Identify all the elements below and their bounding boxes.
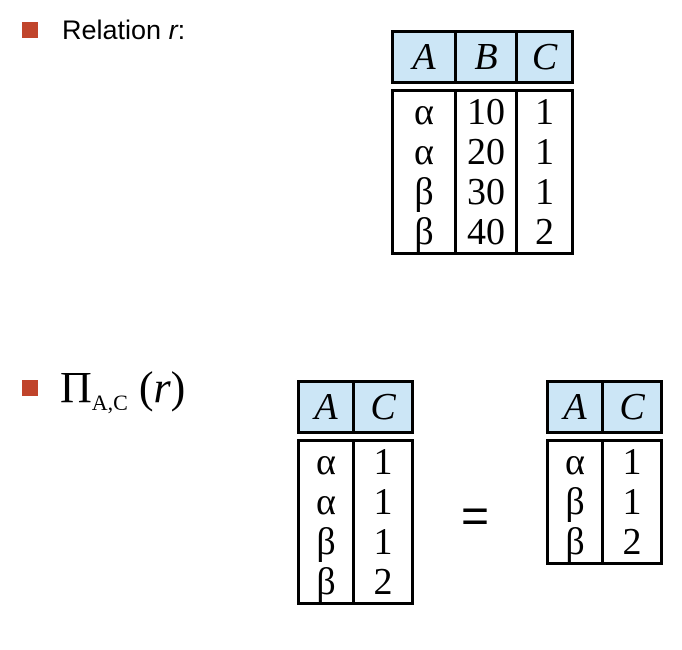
header-cell: C [515, 30, 574, 84]
cell: 1 [601, 482, 663, 522]
header-cell: B [454, 30, 518, 84]
cell: 1 [352, 439, 414, 482]
cell: 1 [352, 482, 414, 522]
pi-symbol: Π [60, 363, 92, 412]
equals-sign: = [461, 490, 490, 543]
projection-attributes: A,C [91, 390, 128, 415]
cell: 1 [515, 172, 574, 212]
projection-full-table: A C α 1 α 1 β 1 β 2 [297, 380, 414, 605]
cell: α [297, 482, 355, 522]
table-row: β 1 [546, 482, 663, 522]
cell: α [297, 439, 355, 482]
table-row: β 1 [297, 522, 414, 562]
table-row: α 1 [297, 439, 414, 482]
table-row: β 2 [297, 562, 414, 605]
table-row: β 2 [546, 522, 663, 565]
projection-expression: ΠA,C (r) [60, 363, 186, 416]
cell: 2 [352, 562, 414, 605]
cell: 1 [601, 439, 663, 482]
bullet-marker-1 [22, 22, 38, 38]
table-row: α 20 1 [391, 132, 574, 172]
header-cell: A [391, 30, 457, 84]
cell: 40 [454, 212, 518, 255]
cell: α [391, 89, 457, 132]
cell: β [297, 562, 355, 605]
header-cell: C [352, 380, 414, 434]
header-cell: A [546, 380, 604, 434]
relation-r-label: Relation r: [62, 15, 186, 45]
bullet-marker-2 [22, 380, 38, 396]
cell: β [391, 212, 457, 255]
header-cell: C [601, 380, 663, 434]
table-row: β 30 1 [391, 172, 574, 212]
cell: 1 [352, 522, 414, 562]
projection-distinct-table: A C α 1 β 1 β 2 [546, 380, 663, 565]
cell: 20 [454, 132, 518, 172]
cell: α [546, 439, 604, 482]
table-row: β 40 2 [391, 212, 574, 255]
cell: 30 [454, 172, 518, 212]
header-cell: A [297, 380, 355, 434]
cell: 10 [454, 89, 518, 132]
cell: α [391, 132, 457, 172]
cell: 1 [515, 132, 574, 172]
table-row: α 1 [297, 482, 414, 522]
table-row: α 10 1 [391, 89, 574, 132]
cell: β [546, 482, 604, 522]
cell: β [546, 522, 604, 565]
cell: 1 [515, 89, 574, 132]
table-row: α 1 [546, 439, 663, 482]
cell: β [391, 172, 457, 212]
relation-r-table: A B C α 10 1 α 20 1 β 30 1 β [391, 30, 574, 255]
cell: 2 [515, 212, 574, 255]
cell: β [297, 522, 355, 562]
cell: 2 [601, 522, 663, 565]
